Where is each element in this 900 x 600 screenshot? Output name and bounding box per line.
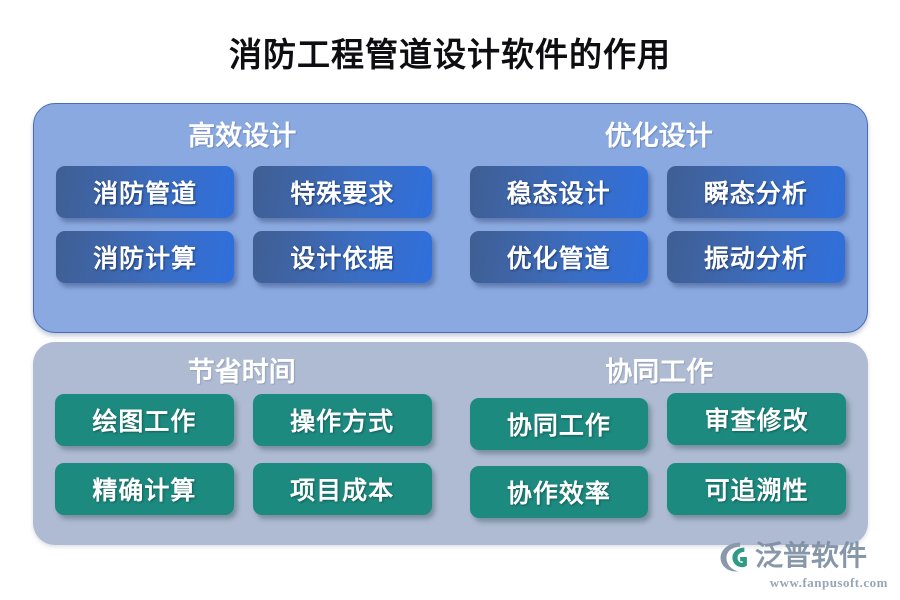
section-heading-efficient-design: 高效设计 xyxy=(188,121,297,151)
brand-name: 泛普软件 xyxy=(755,541,868,572)
chip-optimized-piping[interactable]: 优化管道 xyxy=(469,231,648,283)
chip-collaborative-work[interactable]: 协同工作 xyxy=(469,398,649,450)
chip-review-revision[interactable]: 审查修改 xyxy=(667,393,846,445)
fanpu-swoosh-icon xyxy=(720,542,747,572)
panel-upper-headings: 高效设计 优化设计 xyxy=(34,114,867,153)
chip-fire-piping[interactable]: 消防管道 xyxy=(56,166,235,218)
brand-url: www.fanpusoft.com xyxy=(769,575,888,590)
panel-upper-chip-grid: 消防管道 特殊要求 稳态设计 瞬态分析 消防计算 设计依据 优化管道 振动分析 xyxy=(34,166,867,296)
chip-cell: 可追溯性 xyxy=(648,463,846,518)
chip-transient-analysis[interactable]: 瞬态分析 xyxy=(666,166,845,218)
chip-traceability[interactable]: 可追溯性 xyxy=(667,463,846,515)
brand-logo-row: 泛普软件 xyxy=(718,540,888,574)
chip-cell: 瞬态分析 xyxy=(648,166,845,218)
chip-cell: 振动分析 xyxy=(648,231,845,283)
chip-cell: 协同工作 xyxy=(451,394,649,450)
section-heading-save-time: 节省时间 xyxy=(187,357,296,387)
section-heading-optimized-design: 优化设计 xyxy=(604,121,713,151)
chip-cell: 设计依据 xyxy=(253,231,450,283)
chip-drafting-work[interactable]: 绘图工作 xyxy=(55,394,234,446)
chip-cell: 协作效率 xyxy=(451,463,649,518)
chip-cell: 优化管道 xyxy=(451,231,648,283)
chip-cell: 消防管道 xyxy=(56,166,253,218)
panel-lower-chip-grid: 绘图工作 操作方式 协同工作 审查修改 精确计算 项目成本 协作效率 可追溯性 xyxy=(33,393,868,531)
chip-cell: 消防计算 xyxy=(56,231,253,283)
chip-vibration-analysis[interactable]: 振动分析 xyxy=(666,231,845,283)
section-heading-collaboration: 协同工作 xyxy=(605,357,714,387)
chip-project-cost[interactable]: 项目成本 xyxy=(252,463,432,515)
brand-logo: 泛普软件 www.fanpusoft.com xyxy=(718,540,888,592)
chip-cell: 操作方式 xyxy=(252,394,451,450)
chip-accurate-calculation[interactable]: 精确计算 xyxy=(55,463,234,515)
chip-operation-method[interactable]: 操作方式 xyxy=(252,394,432,446)
panel-upper-blue: 高效设计 优化设计 消防管道 特殊要求 稳态设计 瞬态分析 消防计算 设计依据 xyxy=(33,103,868,333)
chip-cell: 稳态设计 xyxy=(451,166,648,218)
chip-cell: 绘图工作 xyxy=(55,394,253,450)
page-title: 消防工程管道设计软件的作用 xyxy=(229,38,671,74)
panel-lower-headings: 节省时间 协同工作 xyxy=(33,350,868,389)
chip-cell: 精确计算 xyxy=(55,463,253,518)
chip-collaboration-efficiency[interactable]: 协作效率 xyxy=(469,466,649,518)
chip-cell: 特殊要求 xyxy=(253,166,450,218)
panel-lower-gray: 节省时间 协同工作 绘图工作 操作方式 协同工作 审查修改 精确计算 项目成本 xyxy=(33,342,868,545)
chip-steady-state-design[interactable]: 稳态设计 xyxy=(469,166,648,218)
chip-cell: 审查修改 xyxy=(648,393,846,450)
chip-cell: 项目成本 xyxy=(252,463,451,518)
chip-special-requirements[interactable]: 特殊要求 xyxy=(253,166,432,218)
chip-design-basis[interactable]: 设计依据 xyxy=(253,231,432,283)
chip-fire-calculation[interactable]: 消防计算 xyxy=(56,231,235,283)
